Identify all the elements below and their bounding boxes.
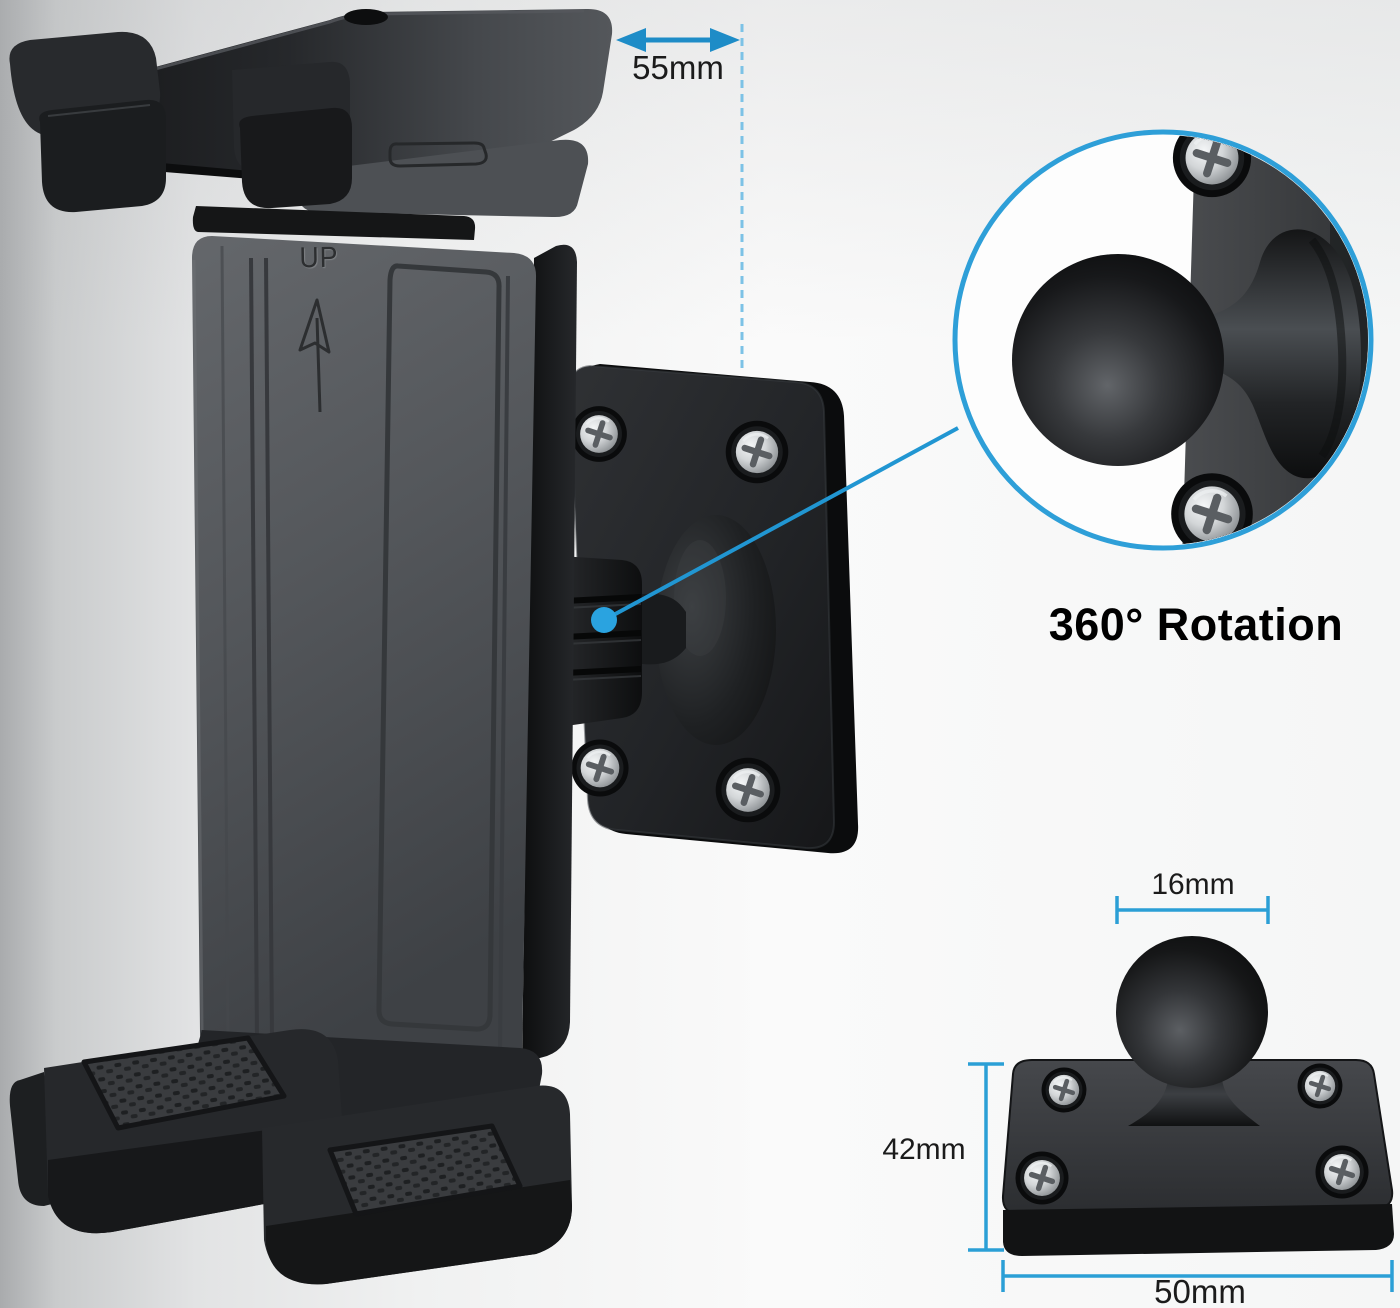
holder-body [192, 236, 577, 1073]
dimension-label-55mm: 55mm [632, 49, 724, 86]
holder-neck [192, 206, 476, 240]
figure-plate-front [1003, 1204, 1394, 1256]
mount-screw-icon [571, 739, 628, 796]
figure-dimension-lines [968, 896, 1394, 1292]
grip-pad [327, 1123, 523, 1217]
mount-screw-icon [1315, 1145, 1368, 1198]
dimension-label-50mm: 50mm [1154, 1273, 1246, 1308]
dimension-label-42mm: 42mm [882, 1133, 966, 1166]
tablet-holder [9, 8, 613, 1285]
figure-ball [1116, 936, 1268, 1088]
dimension-16mm-line-icon [1115, 896, 1270, 924]
up-arrow-icon [298, 298, 331, 413]
grip-pad [81, 1035, 287, 1131]
dimension-55mm-arrow-icon [616, 24, 744, 370]
mount-screw-icon [1042, 1068, 1087, 1113]
callout-ring [952, 129, 1374, 551]
dimension-label-16mm: 16mm [1151, 868, 1235, 901]
up-marking: UP [299, 241, 339, 275]
leader-dot-icon [591, 607, 617, 633]
holder-bottom-clamp [9, 1029, 572, 1285]
rotation-label: 360° Rotation [1048, 599, 1344, 650]
holder-top-clamp [9, 8, 613, 218]
callout-stem [1200, 229, 1362, 479]
mount-screw-icon [1015, 1151, 1068, 1204]
mount-screw-icon [726, 421, 789, 484]
callout-ball [1012, 254, 1224, 466]
mount-screw-icon [571, 406, 627, 462]
dimension-42mm-line-icon [968, 1062, 1004, 1252]
mount-screw-icon [1298, 1064, 1343, 1109]
top-screw-detail [344, 9, 388, 25]
dimension-50mm-line-icon [1001, 1260, 1394, 1292]
zoom-callout-circle [952, 129, 1374, 551]
mount-screw-icon [716, 758, 781, 823]
ball-mount-figure [1001, 936, 1394, 1256]
figure-stem [1128, 1062, 1260, 1126]
callout-leader-line [591, 426, 959, 633]
